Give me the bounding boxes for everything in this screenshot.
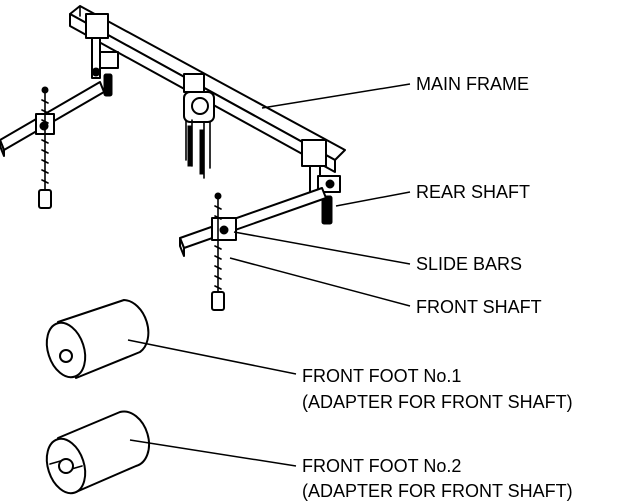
right-frame-clamp (301, 139, 341, 225)
front-foot-1-part (45, 299, 150, 379)
label-front-shaft: FRONT SHAFT (416, 297, 542, 317)
label-main-frame: MAIN FRAME (416, 74, 529, 94)
label-slide-bars: SLIDE BARS (416, 254, 522, 274)
label-front-foot-1-note: (ADAPTER FOR FRONT SHAFT) (302, 392, 573, 412)
left-slide-bar (0, 81, 105, 157)
chain-hoist-part (183, 73, 215, 179)
leader-slide-bars (233, 231, 411, 265)
left-rear-shaft (38, 86, 52, 209)
leader-front-foot-2 (129, 439, 297, 467)
leader-lines (127, 83, 411, 467)
leader-front-shaft (229, 257, 411, 307)
label-front-foot-1: FRONT FOOT No.1 (302, 366, 461, 386)
front-slide-bar (179, 187, 327, 257)
leader-rear-shaft (335, 191, 411, 207)
label-rear-shaft: REAR SHAFT (416, 182, 530, 202)
leader-front-foot-1 (127, 339, 297, 375)
leader-main-frame (261, 83, 411, 109)
front-foot-2-part (45, 410, 151, 495)
front-shaft-part (211, 192, 225, 311)
label-front-foot-2-note: (ADAPTER FOR FRONT SHAFT) (302, 481, 573, 501)
left-frame-clamp (85, 13, 119, 97)
label-front-foot-2: FRONT FOOT No.2 (302, 456, 461, 476)
